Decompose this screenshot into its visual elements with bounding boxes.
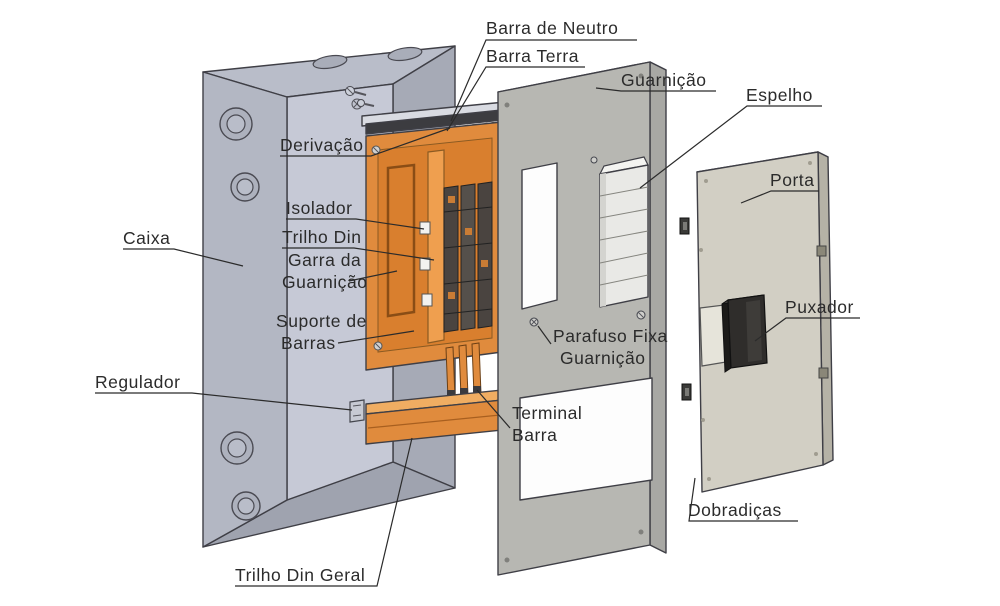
puxador-handle [721,294,768,373]
derivation-screws [345,86,375,107]
label-text-espelho: Espelho [746,85,813,105]
label-dobradicas: Dobradiças [688,477,798,522]
label-barra-terra: Barra Terra [446,46,585,132]
label-text-puxador: Puxador [785,297,854,317]
label-text-regulador: Regulador [95,372,180,392]
label-text-suporte-line1: Suporte de [276,311,367,331]
dobradicas-hinges [679,217,692,401]
caixa-top-oval-knockouts [312,46,423,70]
label-text-derivacao: Derivação [280,135,364,155]
label-derivacao: Derivação [280,127,451,157]
label-text-barra-terra: Barra Terra [486,46,579,66]
busbar-terminal-stack [443,181,493,333]
label-puxador: Puxador [754,297,860,342]
label-text-guarnicao: Guarnição [621,70,706,90]
label-guarnicao: Guarnição [595,70,716,92]
garra-da-guarnicao-frame [386,163,416,318]
label-text-porta: Porta [770,170,814,190]
din-assembly [349,101,521,445]
guarnicao-fix-screws [529,156,646,327]
espelho-panel [598,156,649,308]
label-text-trilho-din-geral: Trilho Din Geral [235,565,365,585]
label-text-dobradicas: Dobradiças [688,500,782,520]
label-text-parafuso-line1: Parafuso Fixa [553,326,668,346]
label-text-isolador: Isolador [286,198,352,218]
trilho-din-rail [427,149,445,344]
label-caixa: Caixa [123,228,244,267]
porta-latch-tabs [816,245,829,379]
plate-screws [371,145,383,351]
label-espelho: Espelho [639,85,822,189]
guarnicao-lower-window [519,377,653,501]
label-isolador: Isolador [286,198,425,230]
caixa-knockout-holes [219,107,261,521]
guarnicao-frame [497,61,667,576]
label-text-caixa: Caixa [123,228,170,248]
guarnicao-corner-dots [504,73,644,563]
trilho-din-geral-rail [365,388,521,445]
label-terminal-barra: Terminal Barra [476,389,582,445]
label-text-suporte-line2: Barras [281,333,336,353]
label-text-terminal-line1: Terminal [512,403,582,423]
label-trilho-din-geral: Trilho Din Geral [235,437,413,587]
isolador-blocks [419,221,433,307]
label-regulador: Regulador [95,372,353,411]
porta-door [696,151,834,493]
label-porta: Porta [740,170,819,204]
label-text-garra-line1: Garra da [288,250,361,270]
label-text-garra-line2: Guarnição [282,272,367,292]
label-text-terminal-line2: Barra [512,425,557,445]
label-garra-da-guarnicao: Garra da Guarnição [282,250,398,292]
label-trilho-din: Trilho Din [282,227,435,261]
label-text-barra-de-neutro: Barra de Neutro [486,18,618,38]
callout-labels: Barra de Neutro Barra Terra Guarnição Es… [95,18,860,587]
porta-corner-dots [699,161,818,481]
label-suporte-de-barras: Suporte de Barras [276,311,415,353]
label-text-parafuso-line2: Guarnição [560,348,645,368]
label-parafuso-fixa-guarnicao: Parafuso Fixa Guarnição [537,325,668,368]
terminal-barra-prongs [445,342,482,400]
caixa-left-wall [202,71,288,548]
label-barra-de-neutro: Barra de Neutro [450,18,637,122]
guarnicao-upper-window [521,162,558,310]
label-text-trilho-din: Trilho Din [282,227,361,247]
regulador-clip [349,399,365,423]
